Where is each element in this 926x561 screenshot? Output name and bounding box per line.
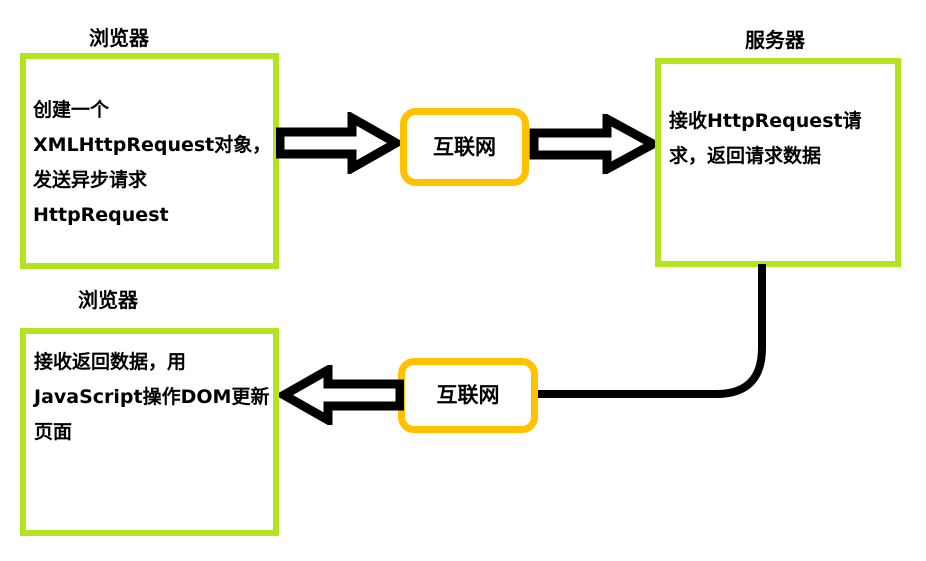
arrow-internet-to-server [529,114,659,174]
server-text: 接收HttpRequest请求，返回请求数据 [669,110,862,167]
browser-top-label: 浏览器 [89,26,149,50]
internet-bottom-label: 互联网 [436,383,500,407]
arrow-browser-to-internet [276,112,402,174]
internet-top-box[interactable]: 互联网 [400,108,529,186]
server-label: 服务器 [745,28,805,52]
browser-bottom-box[interactable] [20,328,279,536]
server-box[interactable] [655,58,901,267]
arrow-internet-to-browser [278,365,404,425]
browser-top-box[interactable] [20,53,279,269]
browser-bottom-label: 浏览器 [78,288,138,312]
internet-bottom-box[interactable]: 互联网 [398,358,538,433]
connector-server-to-internet [538,264,766,398]
browser-bottom-text: 接收返回数据，用JavaScript操作DOM更新页面 [34,351,270,443]
browser-top-text: 创建一个 XMLHttpRequest对象，发送异步请求HttpRequest [33,99,272,226]
internet-top-label: 互联网 [433,134,496,159]
